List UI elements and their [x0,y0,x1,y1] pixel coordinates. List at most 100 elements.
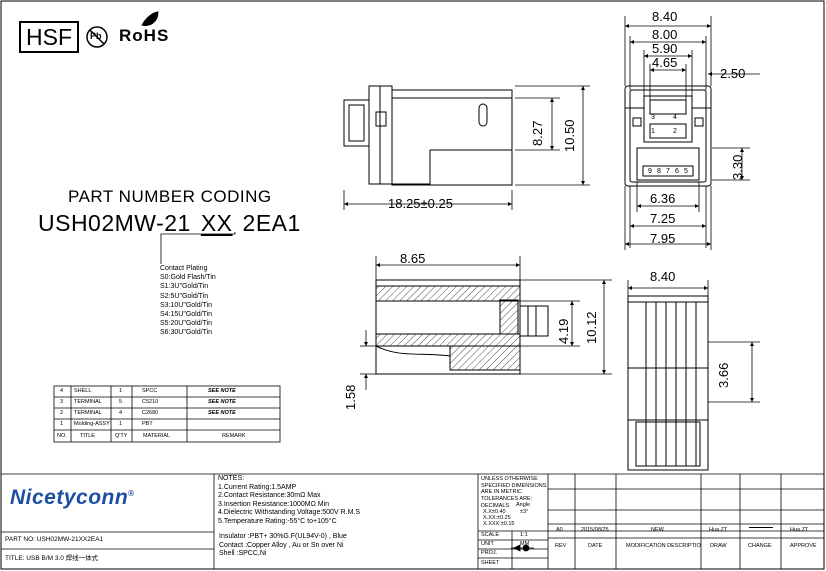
scale-label: SCALE [481,532,500,538]
unit-value: MM [520,541,530,547]
proj-label: PROJ. [481,550,498,556]
pin-label: 1 [651,128,655,135]
side-view-dimension-lines [343,85,590,210]
bom-cell: TERMINAL [74,399,102,405]
plating-title: Contact Plating [160,265,208,272]
logo-text: Nicetyconn [10,486,129,509]
material-item: Contact :Copper Alloy , Au or Sn over Ni [219,541,344,549]
dim-label: 5.90 [652,41,678,56]
dim-label: 6.36 [650,191,676,206]
tolerance-block: UNLESS OTHERWISE SPECIFIED DIMENSIONS AR… [481,476,546,502]
tolerance-line: SPECIFIED DIMENSIONS [481,482,547,489]
tolerance-value: X.XXX:±0.15 [483,521,515,527]
revision-date: 2015/08/25 [581,527,609,533]
dim-label: 18.25±0.25 [388,196,453,211]
bom-header: TITLE [80,433,95,439]
tolerance-line: UNLESS OTHERWISE [481,476,538,482]
section-view [375,279,549,375]
revision-modification: NEW [651,527,664,533]
code-prefix: USH02MW-21 [38,210,191,236]
contact-plating-list: Contact Plating S0:Gold Flash/Tin S1:3U"… [160,264,216,338]
dim-label: 10.12 [584,311,599,344]
tolerance-header: Angle [516,502,531,508]
hsf-badge: HSF [19,21,79,53]
pin-label: 2 [673,128,677,135]
tolerance-line: ARE IN METRIC [481,489,522,496]
proj-symbol-icon [511,544,534,552]
section-view-dimension-lines [360,256,612,390]
dim-label: 8.40 [650,269,676,284]
bom-cell: SPCC [142,388,158,394]
plating-option: S3:10U"Gold/Tin [160,301,213,309]
bom-cell: Molding-ASSY [74,421,110,427]
bom-cell: SEE NOTE [208,410,236,416]
bom-cell: SEE NOTE [208,399,236,405]
note-item: 5.Temperature Rating:-55°C to+105°C [218,517,337,525]
tolerance-value: X.X±0.40 [483,509,506,515]
revision-draw: Hua.ZT [709,527,728,533]
pb-free-icon [86,26,108,48]
notes-block: NOTES: 1.Current Rating:1.5AMP 2.Contact… [218,475,360,527]
logo-mark: ® [128,489,135,498]
revision-rev: A0 [556,527,563,533]
pin-label: 4 [673,114,677,121]
bom-cell: SEE NOTE [208,388,236,394]
material-item: Shell :SPCC,Ni [219,550,267,558]
unit-label: UNIT [481,541,494,547]
plating-option: S2:5U"Gold/Tin [160,292,209,300]
front-view [624,85,712,187]
tolerance-header: DECIMALS [481,503,510,509]
bom-cell: 1 [60,421,64,427]
bom-header: NO. [57,433,67,439]
dim-label: 8.00 [652,27,678,42]
pin-label: 9 [648,168,652,175]
dim-label: 8.40 [652,9,678,24]
front-view-dimension-lines [624,16,760,250]
pb-free-label: Pb [90,31,102,41]
pin-label: 3 [651,114,655,121]
rev-header: APPROVE [790,543,817,549]
revision-approve: Hua.ZT [790,527,809,533]
scale-value: 1:1 [520,532,528,538]
code-variable: XX [200,210,233,236]
plating-option: S1:3U"Gold/Tin [160,283,209,291]
pin-label: 7 [666,168,670,175]
plating-option: S4:15U"Gold/Tin [160,311,213,319]
bom-header: MATERIAL [143,433,171,439]
dim-label: 4.19 [556,318,571,344]
title-block-lines [1,473,824,569]
dim-label: 7.95 [650,231,676,246]
bom-cell: C5210 [142,399,159,405]
tolerance-line: TOLERANCES ARE: [481,495,533,502]
material-item: Insulator :PBT+ 30%G.F(UL94V-0) , Blue [219,533,347,540]
bom-cell: 1 [119,388,123,394]
bom-header: REMARK [222,433,246,439]
bom-cell: 3 [60,399,64,405]
bom-cell: SHELL [74,388,92,394]
tolerance-value: ±3° [520,509,529,515]
bom-cell: PBT [142,421,153,427]
rev-header: REV [555,543,567,549]
part-number-coding-title: PART NUMBER CODING [68,187,272,206]
bom-cell: 2 [60,410,64,416]
bom-header: Q'TY [115,433,128,439]
bom-cell: 4 [60,388,64,394]
dim-label: 1.58 [343,384,358,410]
rev-header: DRAW [710,543,727,549]
rev-header: CHANGE [748,543,772,549]
company-logo: Nicetyconn® [10,487,135,508]
drawing-title-field: TITLE: USB B/M 3.0 焊线一体式 [5,555,99,562]
bom-cell: TERMINAL [74,410,102,416]
leaf-icon [141,11,159,26]
plating-leader [160,232,236,264]
rev-header: MODIFICATION DESCRIPTIO [626,543,701,549]
bom-cell: 1 [119,421,123,427]
dim-label: 3.30 [730,154,745,180]
side-view [343,85,513,186]
plating-option: S5:20U"Gold/Tin [160,320,213,328]
dim-label: 8.65 [400,251,426,266]
revision-change [749,527,773,528]
